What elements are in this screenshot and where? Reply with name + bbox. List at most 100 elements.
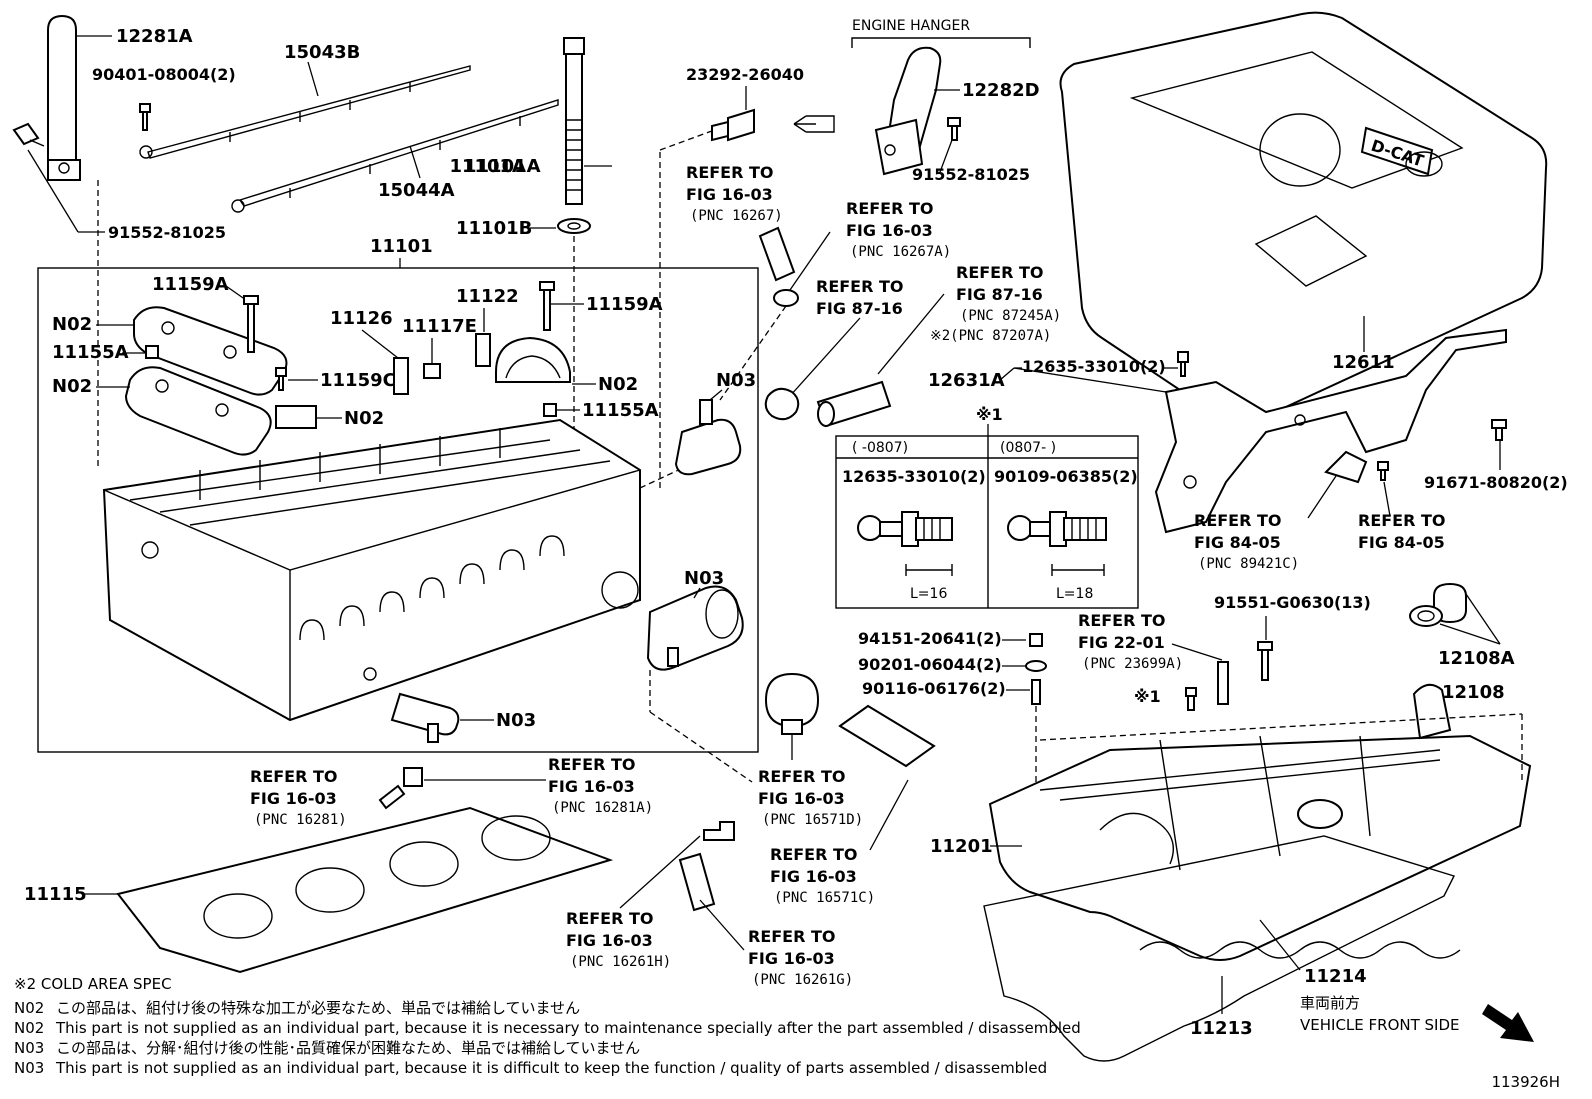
- ground-wire-15043B: [139, 65, 471, 159]
- ref-16267-l3: (PNC 16267): [690, 208, 783, 224]
- ref-16261H-l3: (PNC 16261H): [570, 954, 671, 970]
- part-11101A-label: 11101A: [464, 156, 541, 177]
- part-11214: 11214: [1304, 966, 1367, 987]
- stud-bolt-16: [857, 511, 953, 576]
- ref-16571C-l2: FIG 16-03: [770, 867, 857, 886]
- cylinder-head: [102, 418, 641, 722]
- ref-8405-l1: REFER TO: [1358, 511, 1446, 530]
- ref-8716-l1: REFER TO: [816, 277, 904, 296]
- label-n03-b: N03: [684, 568, 724, 589]
- part-11122: 11122: [456, 286, 519, 307]
- part-15044A: 15044A: [378, 180, 455, 201]
- ground-wire-15044A: [231, 99, 559, 213]
- part-12611: 12611: [1332, 352, 1395, 373]
- label-n02-d: N02: [598, 374, 638, 395]
- bearing-cap-lower: [124, 366, 272, 456]
- part-12108A: 12108A: [1438, 648, 1515, 669]
- ref-16571D-l2: FIG 16-03: [758, 789, 845, 808]
- ref-23699-l2: FIG 22-01: [1078, 633, 1165, 652]
- part-91671-80820: 91671-80820(2): [1424, 473, 1568, 492]
- part-11159C: 11159C: [320, 370, 396, 391]
- part-15043B: 15043B: [284, 42, 360, 63]
- part-11101: 11101: [370, 236, 433, 257]
- part-23292-26040: 23292-26040: [686, 65, 804, 84]
- label-n02-a: N02: [52, 314, 92, 335]
- inset-box: [835, 435, 1139, 609]
- vehicle-front-en: VEHICLE FRONT SIDE: [1300, 1016, 1460, 1034]
- part-12635-33010-top: 12635-33010(2): [1022, 357, 1166, 376]
- cylinder-head-assy-box: [37, 267, 759, 753]
- label-n02-b: N02: [52, 376, 92, 397]
- valve-cover-gasket: [983, 835, 1455, 1062]
- ref-16267-l1: REFER TO: [686, 163, 774, 182]
- valve-cover: [988, 683, 1532, 961]
- ref-16571C-l3: (PNC 16571C): [774, 890, 875, 906]
- ref-16267-l2: FIG 16-03: [686, 185, 773, 204]
- ref-16571D-l1: REFER TO: [758, 767, 846, 786]
- ref-87245-l3: (PNC 87245A): [960, 308, 1061, 324]
- label-n03-a: N03: [716, 370, 756, 391]
- ref-16261G-l1: REFER TO: [748, 927, 836, 946]
- ref-16281-l2: FIG 16-03: [250, 789, 337, 808]
- ref-16261G-l3: (PNC 16261G): [752, 972, 853, 988]
- part-11115: 11115: [24, 884, 87, 905]
- part-11213: 11213: [1190, 1018, 1253, 1039]
- ref-16261G-l2: FIG 16-03: [748, 949, 835, 968]
- vehicle-front-arrow-icon: [1482, 1004, 1534, 1042]
- head-gasket: [116, 806, 614, 974]
- ref-87245-l1: REFER TO: [956, 263, 1044, 282]
- part-91552-81025-left: 91552-81025: [108, 223, 226, 242]
- water-outlet-n03-b: [646, 585, 744, 671]
- ref-8716-l2: FIG 87-16: [816, 299, 903, 318]
- part-11201: 11201: [930, 836, 993, 857]
- ref-16267A-l3: (PNC 16267A): [850, 244, 951, 260]
- engine-cover: [1059, 11, 1548, 424]
- inset-col1-header: ( -0807): [852, 440, 908, 456]
- part-90201-06044: 90201-06044(2): [858, 655, 1002, 674]
- ref-16267A-l1: REFER TO: [846, 199, 934, 218]
- ref-8405-l2: FIG 84-05: [1358, 533, 1445, 552]
- part-90401-08004: 90401-08004(2): [92, 65, 236, 84]
- bearing-cap-right: [495, 336, 571, 383]
- ref-16281A-l2: FIG 16-03: [548, 777, 635, 796]
- ref-89421-l2: FIG 84-05: [1194, 533, 1281, 552]
- inset-col2-length: L=18: [1056, 586, 1093, 602]
- union-23292: [711, 108, 755, 142]
- ref-89421-l3: (PNC 89421C): [1198, 556, 1299, 572]
- bearing-cap-upper: [133, 306, 288, 396]
- ref-16267A-l2: FIG 16-03: [846, 221, 933, 240]
- inset-col1-part: 12635-33010(2): [842, 467, 986, 486]
- part-12631A: 12631A: [928, 370, 1005, 391]
- part-91552-81025-right: 91552-81025: [912, 165, 1030, 184]
- part-11101B: 11101B: [456, 218, 532, 239]
- ref-23699-l1: REFER TO: [1078, 611, 1166, 630]
- part-11159A-left: 11159A: [152, 274, 229, 295]
- ref-16261H-l1: REFER TO: [566, 909, 654, 928]
- part-94151-20641: 94151-20641(2): [858, 629, 1002, 648]
- ref-16571D-l3: (PNC 16571D): [762, 812, 863, 828]
- figure-id: 113926H: [1491, 1073, 1560, 1091]
- ref-87245-l4: ※2(PNC 87207A): [930, 328, 1051, 344]
- ref-89421-l1: REFER TO: [1194, 511, 1282, 530]
- part-11159A-right: 11159A: [586, 294, 663, 315]
- head-bolt-11101A: [563, 37, 585, 205]
- label-n03-c: N03: [496, 710, 536, 731]
- part-11101A: 11101A: [449, 156, 526, 177]
- ref-16281A-l1: REFER TO: [548, 755, 636, 774]
- water-outlet-n03-a: [674, 399, 742, 476]
- part-12282D: 12282D: [962, 80, 1040, 101]
- inset-marker: ※1: [976, 405, 1003, 424]
- part-12108: 12108: [1442, 682, 1505, 703]
- spark-plug-tube-gasket: [1139, 941, 1461, 959]
- cover-bracket: [1154, 328, 1507, 534]
- inset-col2-header: (0807- ): [1000, 440, 1056, 456]
- marker-k1: ※1: [1134, 687, 1161, 706]
- ref-87245-l2: FIG 87-16: [956, 285, 1043, 304]
- part-91551-G0630: 91551-G0630(13): [1214, 593, 1371, 612]
- label-n02-c: N02: [344, 408, 384, 429]
